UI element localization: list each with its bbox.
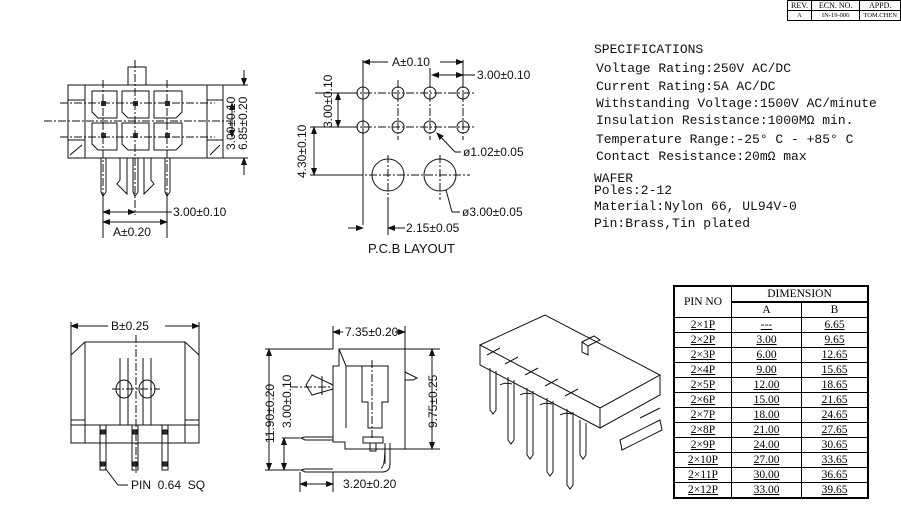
front-view: 3.00±0.10 A±0.20 3.00±0.10 6.85±0.20 [44,60,250,239]
pin-cell: 2×10P [673,452,732,468]
pin-size-note: PIN 0.64 SQ [131,478,205,492]
pin-cell: 2×11P [673,467,732,483]
dim-a-cell: 6.00 [731,347,802,363]
dim-a-cell: 33.00 [731,482,802,499]
wafer-title: WAFER [594,171,634,186]
dim-a-cell: --- [731,317,802,333]
pcb-a-label: A±0.10 [392,55,430,69]
wafer-material: Material:Nylon 66, UL94V-0 [594,199,797,214]
pin-cell: 2×5P [673,377,732,393]
col-a-header: A [731,301,802,318]
pcb-peg-offset-h-label: 2.15±0.05 [406,221,460,235]
pcb-large-hole-label: ø3.00±0.05 [462,205,523,219]
ecn-value: IN-19-006 [810,10,861,21]
front-a-label: A±0.20 [113,225,151,239]
specifications: SPECIFICATIONS Voltage Rating:250V AC/DC… [594,0,877,231]
pcb-row-pitch-label: 3.00±0.10 [321,74,335,128]
spec-temperature-range: Temperature Range:-25° C - +85° C [596,132,854,147]
pin-cell: 2×2P [673,332,732,348]
pcb-pitch-label: 3.00±0.10 [477,68,531,82]
small-holes [356,86,470,134]
side-row-pitch-label: 3.00±0.10 [280,374,294,428]
spec-current-rating: Current Rating:5A AC/DC [596,79,776,94]
dim-b-cell: 21.65 [801,392,869,408]
dim-a-cell: 24.00 [731,437,802,453]
pins [99,424,169,471]
appd-value: TOM.CHEN [859,10,901,21]
col-b-header: B [801,301,869,318]
specifications-title: SPECIFICATIONS [594,42,704,57]
dim-b-cell: 24.65 [801,407,869,423]
dim-a-cell: 27.00 [731,452,802,468]
dim-b-cell: 30.65 [801,437,869,453]
dim-b-cell: 39.65 [801,482,869,499]
spec-insulation-resistance: Insulation Resistance:1000MΩ min. [596,113,854,128]
front-row-pitch-label: 3.00±0.10 [224,96,238,150]
wafer-poles: Poles:2-12 [594,183,673,198]
pin-cell: 2×6P [673,392,732,408]
dim-a-cell: 18.00 [731,407,802,423]
pin-cell: 2×3P [673,347,732,363]
spec-contact-resistance: Contact Resistance:20mΩ max [596,149,807,164]
side-pin-offset-label: 3.20±0.20 [343,477,397,491]
dim-b-cell: 12.65 [801,347,869,363]
dim-b-cell: 33.65 [801,452,869,468]
pcb-layout: A±0.10 3.00±0.10 3.00±0.10 4.30±0.10 ø1.… [295,55,531,256]
front-pitch-label: 3.00±0.10 [173,205,227,219]
dim-b-cell: 6.65 [801,317,869,333]
dim-b-cell: 36.65 [801,467,869,483]
side-view: 7.35±0.20 11.90±0.20 3.00±0.10 9.75±0.25… [263,325,440,492]
isometric-view [478,314,663,490]
side-body-height-label: 9.75±0.25 [426,374,440,428]
bottom-b-label: B±0.25 [111,319,149,333]
pins [489,368,587,490]
pin-cell: 2×7P [673,407,732,423]
side-depth-label: 7.35±0.20 [345,325,399,339]
pcb-small-hole-label: ø1.02±0.05 [463,145,524,159]
dim-b-cell: 18.65 [801,377,869,393]
front-height-label: 6.85±0.20 [236,96,250,150]
pcb-layout-title: P.C.B LAYOUT [368,241,455,256]
table-row: 2×1P---6.65 [673,317,869,333]
dim-a-cell: 30.00 [731,467,802,483]
dim-b-cell: 15.65 [801,362,869,378]
dim-a-cell: 9.00 [731,362,802,378]
side-total-height-label: 11.90±0.20 [263,384,277,443]
pcb-peg-offset-v-label: 4.30±0.10 [295,124,309,178]
dim-a-cell: 3.00 [731,332,802,348]
bottom-view: B±0.25 PIN 0.64 SQ [70,319,205,492]
dim-b-cell: 9.65 [801,332,869,348]
wafer-pin: Pin:Brass,Tin plated [594,216,751,231]
pin-cell: 2×1P [673,317,732,333]
pin-cell: 2×9P [673,437,732,453]
pin-cell: 2×4P [673,362,732,378]
dimension-header: DIMENSION [731,285,869,303]
spec-voltage-rating: Voltage Rating:250V AC/DC [596,61,792,76]
pin-no-header: PIN NO [673,285,732,318]
peg-holes [371,158,457,192]
dim-a-cell: 12.00 [731,377,802,393]
dim-a-cell: 21.00 [731,422,802,438]
pin-cell: 2×12P [673,482,732,499]
dim-a-cell: 15.00 [731,392,802,408]
pin-cell: 2×8P [673,422,732,438]
dim-b-cell: 27.65 [801,422,869,438]
spec-withstanding-voltage: Withstanding Voltage:1500V AC/minute [596,96,877,111]
